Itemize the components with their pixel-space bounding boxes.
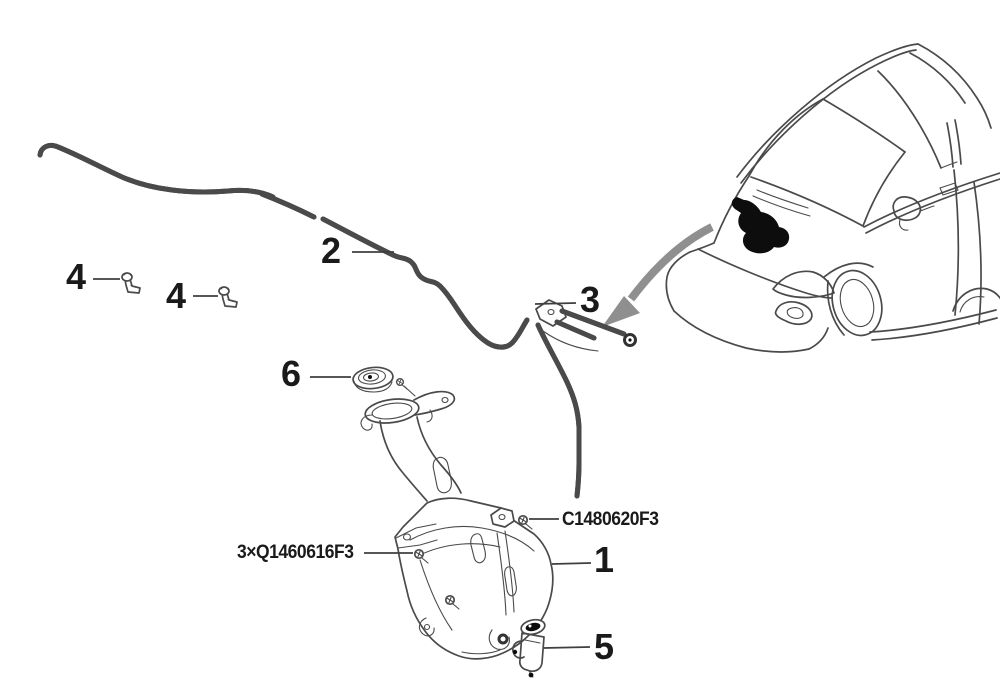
nozzle-assembly-drawing <box>535 299 637 352</box>
hose-clip-rear-drawing <box>218 286 238 308</box>
part-location-highlight <box>731 197 790 254</box>
part-code-bracket-screw: C1480620F3 <box>562 509 659 530</box>
body-screw-lower <box>444 594 460 610</box>
leader-lines <box>93 251 592 649</box>
callout-4-clip-rear: 4 <box>166 275 186 316</box>
callout-1-reservoir: 1 <box>594 539 614 580</box>
callout-4-clip-front: 4 <box>66 256 86 297</box>
callout-6-filler-cap: 6 <box>281 353 301 394</box>
car-illustration <box>665 43 1000 353</box>
callout-2-hose: 2 <box>321 230 341 271</box>
callout-3-nozzle: 3 <box>580 279 600 320</box>
callout-5-pump: 5 <box>594 626 614 667</box>
pump-drawing <box>511 618 546 678</box>
part-code-body-screws: 3×Q1460616F3 <box>237 542 354 563</box>
bracket-screw <box>517 514 533 530</box>
filler-cap-drawing <box>352 366 416 397</box>
washer-hose-drawing <box>37 145 582 499</box>
hose-clip-front-drawing <box>121 272 141 294</box>
reservoir-drawing <box>360 390 554 660</box>
location-arrow <box>602 223 714 327</box>
